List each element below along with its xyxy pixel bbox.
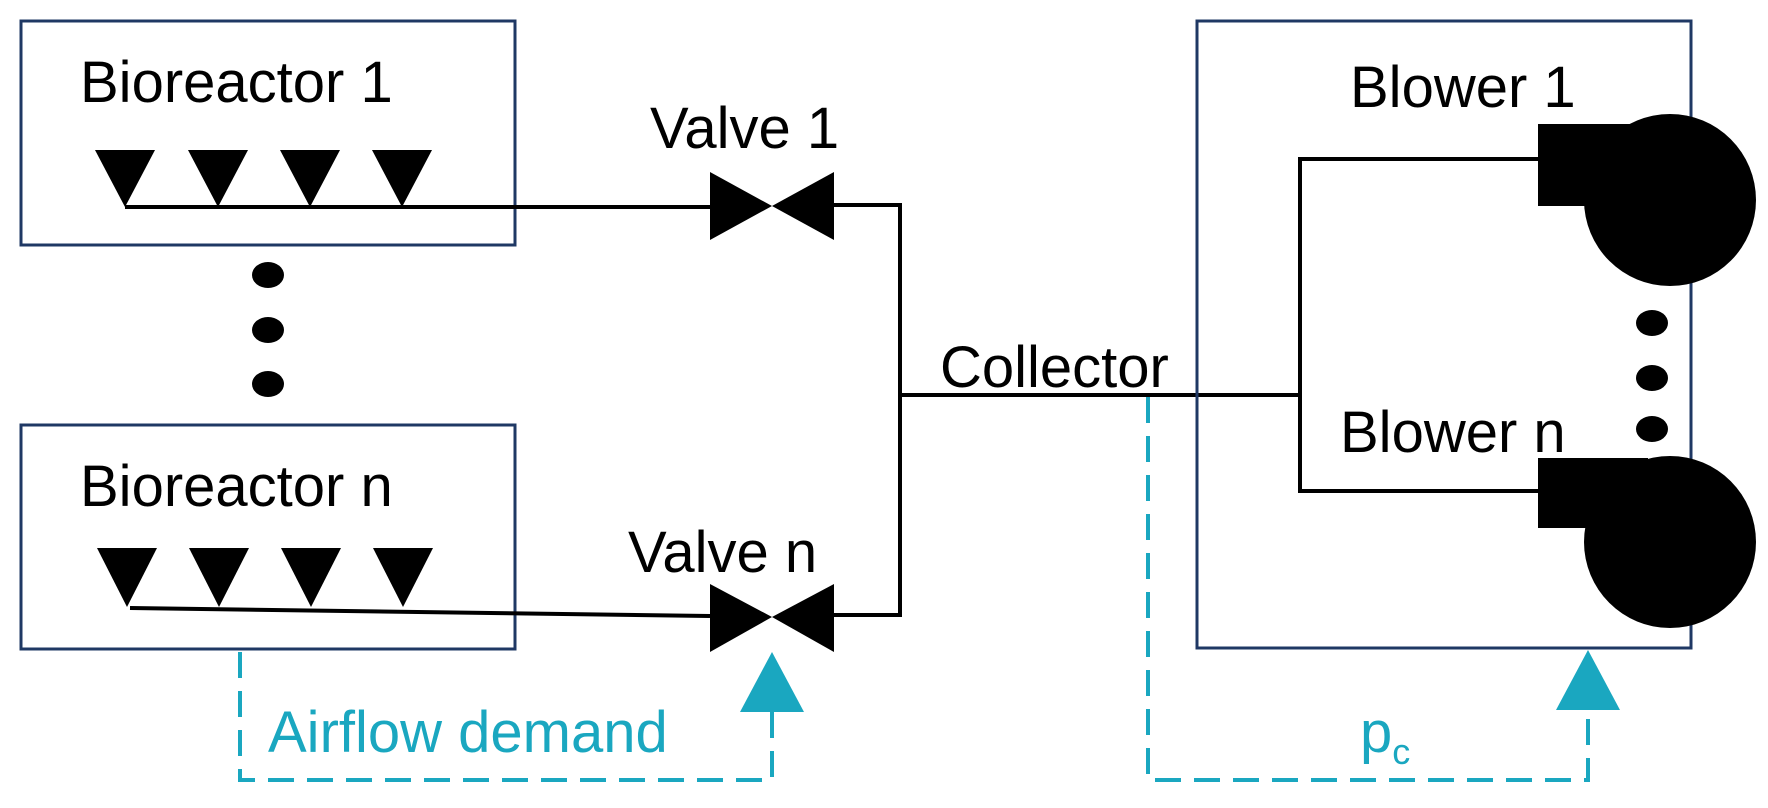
diffuser-icon: [95, 150, 432, 207]
blower-1-label: Blower 1: [1350, 55, 1576, 120]
pressure-label-base: p: [1360, 700, 1392, 765]
collector-pressure-signal: pc: [1146, 397, 1620, 782]
valve-icon: [710, 584, 834, 652]
diffuser-icon: [97, 548, 433, 607]
blower-n-label: Blower n: [1340, 400, 1566, 465]
bioreactor-n-box: [19, 423, 517, 651]
pressure-label-subscript: c: [1392, 731, 1410, 772]
valve-1: Valve 1: [650, 96, 902, 395]
collector: Collector: [900, 335, 1300, 400]
arrow-up-icon: [740, 652, 804, 712]
airflow-demand-signal: Airflow demand: [238, 652, 804, 782]
blower-station-box: [1195, 19, 1693, 650]
valve-n-outlet-pipe: [834, 395, 902, 617]
valve-n-label: Valve n: [628, 520, 817, 585]
bioreactor-1-label: Bioreactor 1: [80, 50, 393, 115]
bioreactor-n-diffuser-pipe: [129, 606, 711, 618]
blower-manifold-pipe: [1298, 157, 1540, 493]
arrow-up-icon: [1556, 650, 1620, 710]
bioreactor-n: Bioreactor n: [19, 423, 711, 651]
blower-icon: [1538, 114, 1756, 286]
valve-n: Valve n: [628, 395, 902, 652]
pressure-dashed-line: [1146, 397, 1590, 782]
pressure-label: pc: [1360, 700, 1410, 772]
bioreactor-n-label: Bioreactor n: [80, 454, 393, 519]
bioreactor-1: Bioreactor 1: [19, 19, 710, 247]
collector-label: Collector: [940, 335, 1169, 400]
ellipsis-icon: [252, 262, 284, 397]
blower-icon: [1538, 456, 1756, 628]
valve-icon: [710, 172, 834, 240]
valve-1-label: Valve 1: [650, 96, 839, 161]
valve-1-outlet-pipe: [834, 203, 902, 395]
ellipsis-icon: [1636, 310, 1668, 442]
airflow-demand-dashed-line: [238, 652, 774, 782]
bioreactor-1-box: [19, 19, 517, 247]
airflow-demand-label: Airflow demand: [268, 700, 668, 765]
blower-station: Blower 1 Blower n: [1195, 19, 1756, 650]
